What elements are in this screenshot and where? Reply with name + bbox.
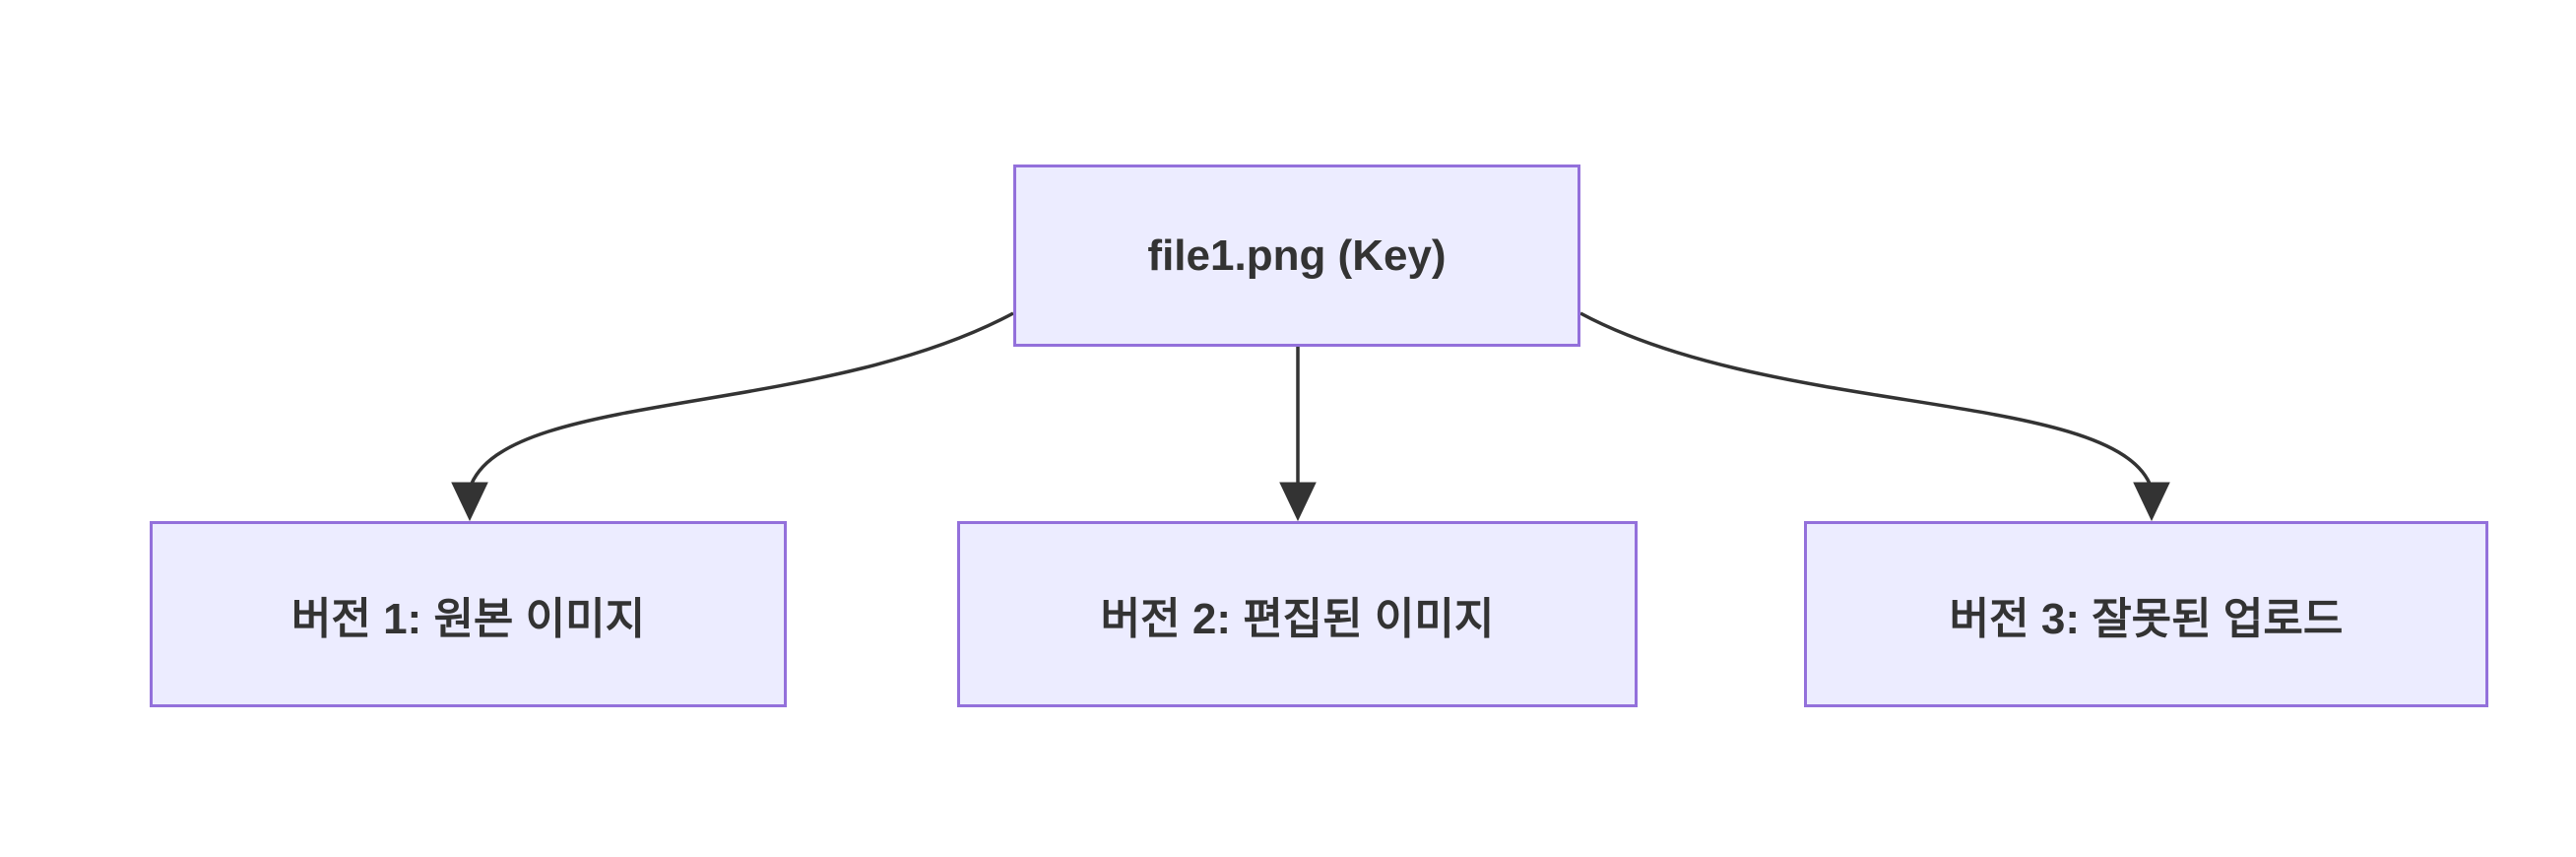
arrowhead-version1 — [451, 482, 488, 522]
node-file1-key: file1.png (Key) — [1013, 165, 1580, 347]
arrowhead-version3 — [2133, 482, 2170, 522]
node-version-2-label: 버전 2: 편집된 이미지 — [1100, 594, 1495, 643]
node-version-2: 버전 2: 편집된 이미지 — [957, 521, 1638, 707]
node-version-3-label: 버전 3: 잘못된 업로드 — [1949, 594, 2344, 643]
node-version-3: 버전 3: 잘못된 업로드 — [1804, 521, 2488, 707]
edge-file1-to-version1 — [468, 311, 1014, 490]
arrowhead-version2 — [1279, 482, 1317, 522]
node-file1-key-label: file1.png (Key) — [1147, 231, 1447, 280]
edge-file1-to-version3 — [1579, 311, 2154, 490]
node-version-1-label: 버전 1: 원본 이미지 — [290, 594, 646, 643]
node-version-1: 버전 1: 원본 이미지 — [150, 521, 787, 707]
